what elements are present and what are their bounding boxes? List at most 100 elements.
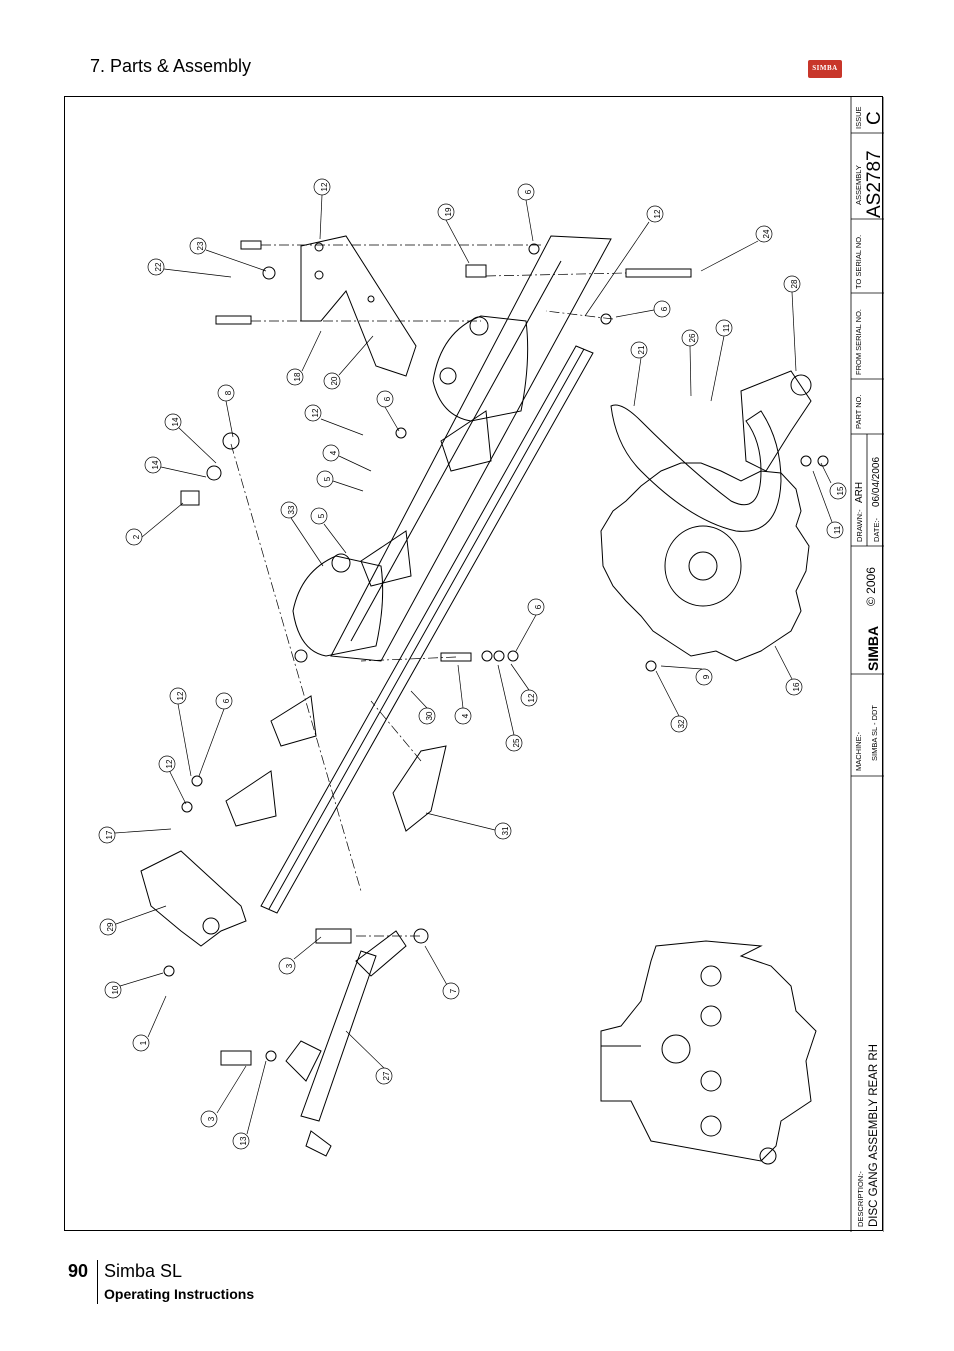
callout: 13 <box>232 1132 250 1150</box>
callout: 7 <box>442 982 460 1000</box>
callout: 3 <box>200 1110 218 1128</box>
callout-label: 16 <box>792 682 801 691</box>
callout-leaders <box>114 194 833 1135</box>
callout-label: 33 <box>287 505 296 514</box>
scraper-plate <box>392 745 447 832</box>
callout: 12 <box>646 205 664 223</box>
callout-label: 23 <box>196 241 205 250</box>
callout: 6 <box>653 300 671 318</box>
callout: 12 <box>169 687 187 705</box>
callout: 16 <box>785 678 803 696</box>
callout-label: 26 <box>688 333 697 342</box>
callout: 9 <box>695 668 713 686</box>
part-no-label: PART NO. <box>854 394 863 429</box>
callout-label: 25 <box>512 738 521 747</box>
description-value: DISC GANG ASSEMBLY REAR RH <box>868 1044 880 1227</box>
callout: 26 <box>681 329 699 347</box>
callout: 12 <box>313 178 331 196</box>
callout-label: 12 <box>320 182 329 191</box>
callout: 6 <box>376 390 394 408</box>
copyright: © 2006 <box>864 567 878 606</box>
callout-label: 12 <box>165 759 174 768</box>
callout-label: 4 <box>461 713 470 718</box>
callout-label: 24 <box>762 229 771 238</box>
callout: 11 <box>715 319 733 337</box>
bearing-housing-middle <box>292 553 384 663</box>
callout-label: 18 <box>293 372 302 381</box>
callout: 12 <box>304 404 322 422</box>
disc-arm <box>610 370 812 532</box>
callout-label: 3 <box>285 963 294 968</box>
document-type: Operating Instructions <box>104 1286 255 1302</box>
issue-label: ISSUE <box>854 106 863 129</box>
callout-label: 3 <box>207 1116 216 1121</box>
machine-value: SIMBA SL - DDT <box>870 705 879 761</box>
callout: 1 <box>132 1034 150 1052</box>
from-serial-label: FROM SERIAL NO. <box>854 309 863 375</box>
callout-label: 20 <box>330 376 339 385</box>
callout: 6 <box>215 692 233 710</box>
bearing-housing-upper <box>432 315 529 422</box>
callout-label: 13 <box>239 1136 248 1145</box>
callout: 6 <box>527 598 545 616</box>
machine-label: MACHINE:- <box>854 731 863 771</box>
callout-label: 17 <box>105 830 114 839</box>
assembly-label: ASSEMBLY <box>854 165 863 205</box>
detail-view <box>600 940 817 1165</box>
callout: 24 <box>755 225 773 243</box>
callout: 23 <box>189 237 207 255</box>
callout: 6 <box>517 183 535 201</box>
brand-mark: SIMBA <box>865 626 881 671</box>
callout-label: 12 <box>527 693 536 702</box>
callout: 4 <box>454 707 472 725</box>
callout: 32 <box>670 715 688 733</box>
callout: 18 <box>286 368 304 386</box>
drawn-value: ARH <box>854 482 865 503</box>
callout-label: 12 <box>176 691 185 700</box>
callout-label: 32 <box>677 719 686 728</box>
disc-blade <box>600 462 810 662</box>
exploded-assembly-drawing <box>140 235 829 1165</box>
callout-label: 31 <box>501 826 510 835</box>
callout: 28 <box>783 275 801 293</box>
section-title: 7. Parts & Assembly <box>90 56 252 76</box>
callout: 4 <box>322 444 340 462</box>
callout-label: 19 <box>444 207 453 216</box>
callout: 33 <box>280 501 298 519</box>
date-value: 06/04/2006 <box>871 457 882 507</box>
mounting-bracket <box>300 235 417 377</box>
callout: 15 <box>829 482 847 500</box>
callout-label: 12 <box>653 209 662 218</box>
adjuster-arm <box>285 930 407 1157</box>
to-serial-label: TO SERIAL NO. <box>854 235 863 289</box>
description-label: DESCRIPTION:- <box>856 1171 865 1227</box>
callout-label: 6 <box>534 604 543 609</box>
assembly-value: AS2787 <box>864 150 884 218</box>
callout-label: 4 <box>329 450 338 455</box>
callout: 25 <box>505 734 523 752</box>
callout-label: 12 <box>311 408 320 417</box>
callout: 14 <box>144 456 162 474</box>
callout: 8 <box>217 384 235 402</box>
issue-value: C <box>864 111 884 125</box>
callout: 22 <box>147 258 165 276</box>
callout-label: 11 <box>722 323 731 332</box>
callout: 3 <box>278 957 296 975</box>
callout-label: 28 <box>790 279 799 288</box>
callout: 27 <box>375 1067 393 1085</box>
fasteners <box>163 240 829 1066</box>
callout-label: 27 <box>382 1071 391 1080</box>
date-label: DATE:- <box>872 517 881 542</box>
callout-label: 22 <box>154 262 163 271</box>
callout-label: 1 <box>139 1040 148 1045</box>
callout: 12 <box>158 755 176 773</box>
callout: 11 <box>826 521 844 539</box>
callout-label: 11 <box>833 525 842 534</box>
logo-text: SIMBA <box>812 64 838 72</box>
main-beam <box>260 235 612 914</box>
callout-label: 5 <box>323 476 332 481</box>
callout-label: 6 <box>222 698 231 703</box>
callout-label: 21 <box>637 345 646 354</box>
callout: 19 <box>437 203 455 221</box>
callout-label: 6 <box>660 306 669 311</box>
